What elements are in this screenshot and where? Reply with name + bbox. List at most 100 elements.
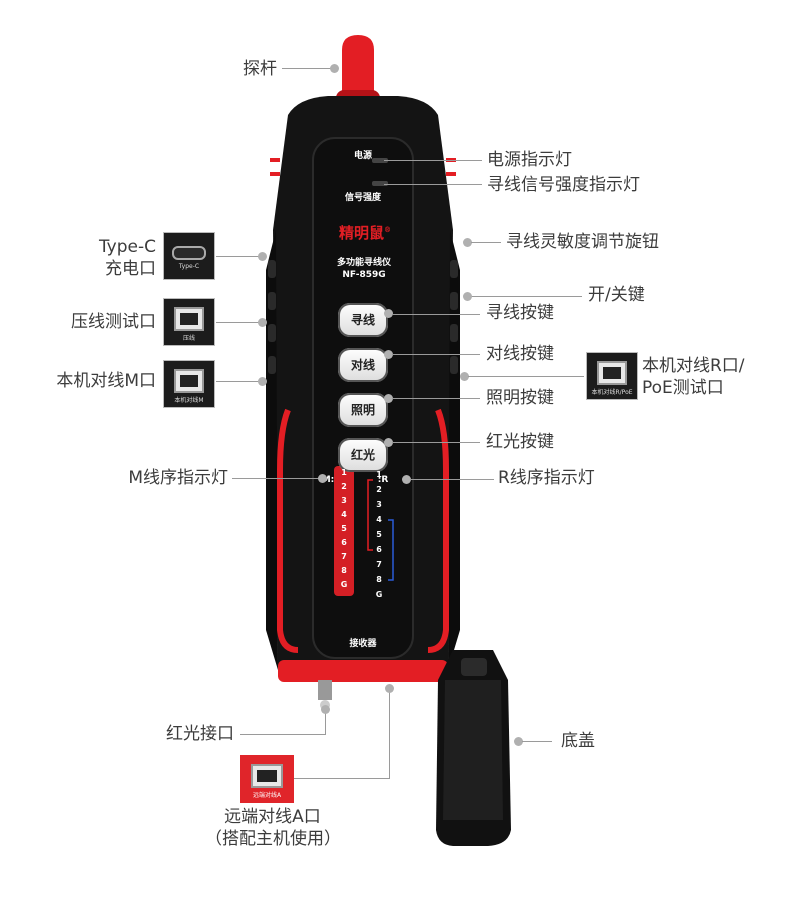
r-led-3: 3 [376,500,382,509]
m-led-G: G [340,580,348,589]
r-led-4: 4 [376,515,382,524]
model-number: NF-859G [342,270,386,280]
power-led-line [384,160,482,161]
sensitivity-dot [463,238,472,247]
power-led-callout: 电源指示灯 [487,150,572,170]
brand-logo: 精明鼠® [330,222,400,243]
r-led-5: 5 [376,530,382,539]
pair-key-callout: 对线按键 [486,344,554,364]
signal-led-callout: 寻线信号强度指示灯 [487,175,640,195]
device: 电源 信号强度 精明鼠® 多功能寻线仪 NF-859G 寻线 对线 照明 红光 … [258,30,468,720]
local-m-thumb: 本机对线M [163,360,215,408]
remote-a-thumb-caption: 远端对线A [252,792,282,799]
m-led-6: 6 [341,538,347,547]
remote-a-vline [389,690,390,778]
red-accent-left [277,408,299,653]
r-seq-callout: R线序指示灯 [498,468,595,488]
m-led-2: 2 [341,482,347,491]
local-r-callout-line2: PoE测试口 [642,378,724,398]
sensitivity-line [471,242,501,243]
find-key-line [392,314,480,315]
red-port-line [240,734,326,735]
typec-dot [258,252,267,261]
receiver-label: 接收器 [349,639,377,649]
brand-registered: ® [384,225,391,234]
crimp-dot [258,318,267,327]
remote-a-callout-line1: 远端对线A口 [224,807,321,827]
crimp-port-face [174,307,204,331]
local-r-port-face [597,361,627,385]
signal-label: 信号强度 [344,193,381,203]
light-button[interactable]: 照明 [338,393,388,427]
red-key-line [392,442,480,443]
crimp-thumb-caption: 压线 [182,335,195,342]
light-key-line [392,398,480,399]
remote-a-dot [385,684,394,693]
signal-led-line [384,184,482,185]
find-key-dot [384,309,393,318]
crimp-callout: 压线测试口 [71,312,156,332]
typec-line [216,256,262,257]
probe-antenna [342,35,374,100]
remote-a-callout-line2: （搭配主机使用） [205,829,341,849]
r-seq-line [410,479,494,480]
local-r-callout: 本机对线R口/ PoE测试口 [642,355,745,399]
cover-callout: 底盖 [561,731,595,751]
pair-key-dot [384,350,393,359]
r-led-G: G [375,590,383,599]
find-button[interactable]: 寻线 [338,303,388,337]
crimp-line [216,322,262,323]
probe-callout: 探杆 [243,59,277,79]
power-key-dot [463,292,472,301]
remote-a-callout: 远端对线A口 （搭配主机使用） [205,806,341,850]
local-r-thumb-caption: 本机对线R/PoE [591,389,633,396]
red-key-dot [384,438,393,447]
local-r-callout-line1: 本机对线R口/ [642,356,745,376]
red-light-button[interactable]: 红光 [338,438,388,472]
cover-line [522,741,552,742]
m-label: M: [321,475,335,485]
r-led-6: 6 [376,545,382,554]
r-led-1: 1 [376,470,382,479]
light-key-dot [384,394,393,403]
body-bottom-red [278,660,448,682]
pair-button[interactable]: 对线 [338,348,388,382]
power-led [372,158,388,163]
power-key-line [470,296,582,297]
typec-callout-line2: 充电口 [105,259,156,279]
bottom-cover [436,650,511,846]
m-led-3: 3 [341,496,347,505]
red-key-callout: 红光按键 [486,432,554,452]
crimp-thumb: 压线 [163,298,215,346]
m-led-1: 1 [341,468,347,477]
local-m-line [216,381,262,382]
local-r-thumb: 本机对线R/PoE [586,352,638,400]
m-seq-dot [318,474,327,483]
power-key-callout: 开/关键 [588,285,645,305]
light-key-callout: 照明按键 [486,388,554,408]
m-led-column [334,466,354,596]
r-led-7: 7 [376,560,382,569]
brand-name: 精明鼠 [338,224,384,242]
typec-thumb: Type-C [163,232,215,280]
local-m-thumb-caption: 本机对线M [174,397,204,404]
remote-a-line [294,778,390,779]
m-led-4: 4 [341,510,347,519]
m-led-7: 7 [341,552,347,561]
local-m-dot [258,377,267,386]
red-port-callout: 红光接口 [166,724,234,744]
probe-line [282,68,332,69]
m-seq-callout: M线序指示灯 [128,468,228,488]
typec-thumb-caption: Type-C [178,263,200,270]
remote-a-port-face [251,764,283,788]
red-port-dot [321,705,330,714]
power-label: 电源 [353,151,372,161]
typec-port-face [172,246,206,260]
typec-callout: Type-C 充电口 [86,236,156,280]
local-m-callout: 本机对线M口 [56,371,156,391]
red-light-port [318,680,332,700]
cover-dot [514,737,523,746]
model-name: 多功能寻线仪 [336,258,391,268]
r-seq-dot [402,475,411,484]
m-seq-line [232,478,322,479]
